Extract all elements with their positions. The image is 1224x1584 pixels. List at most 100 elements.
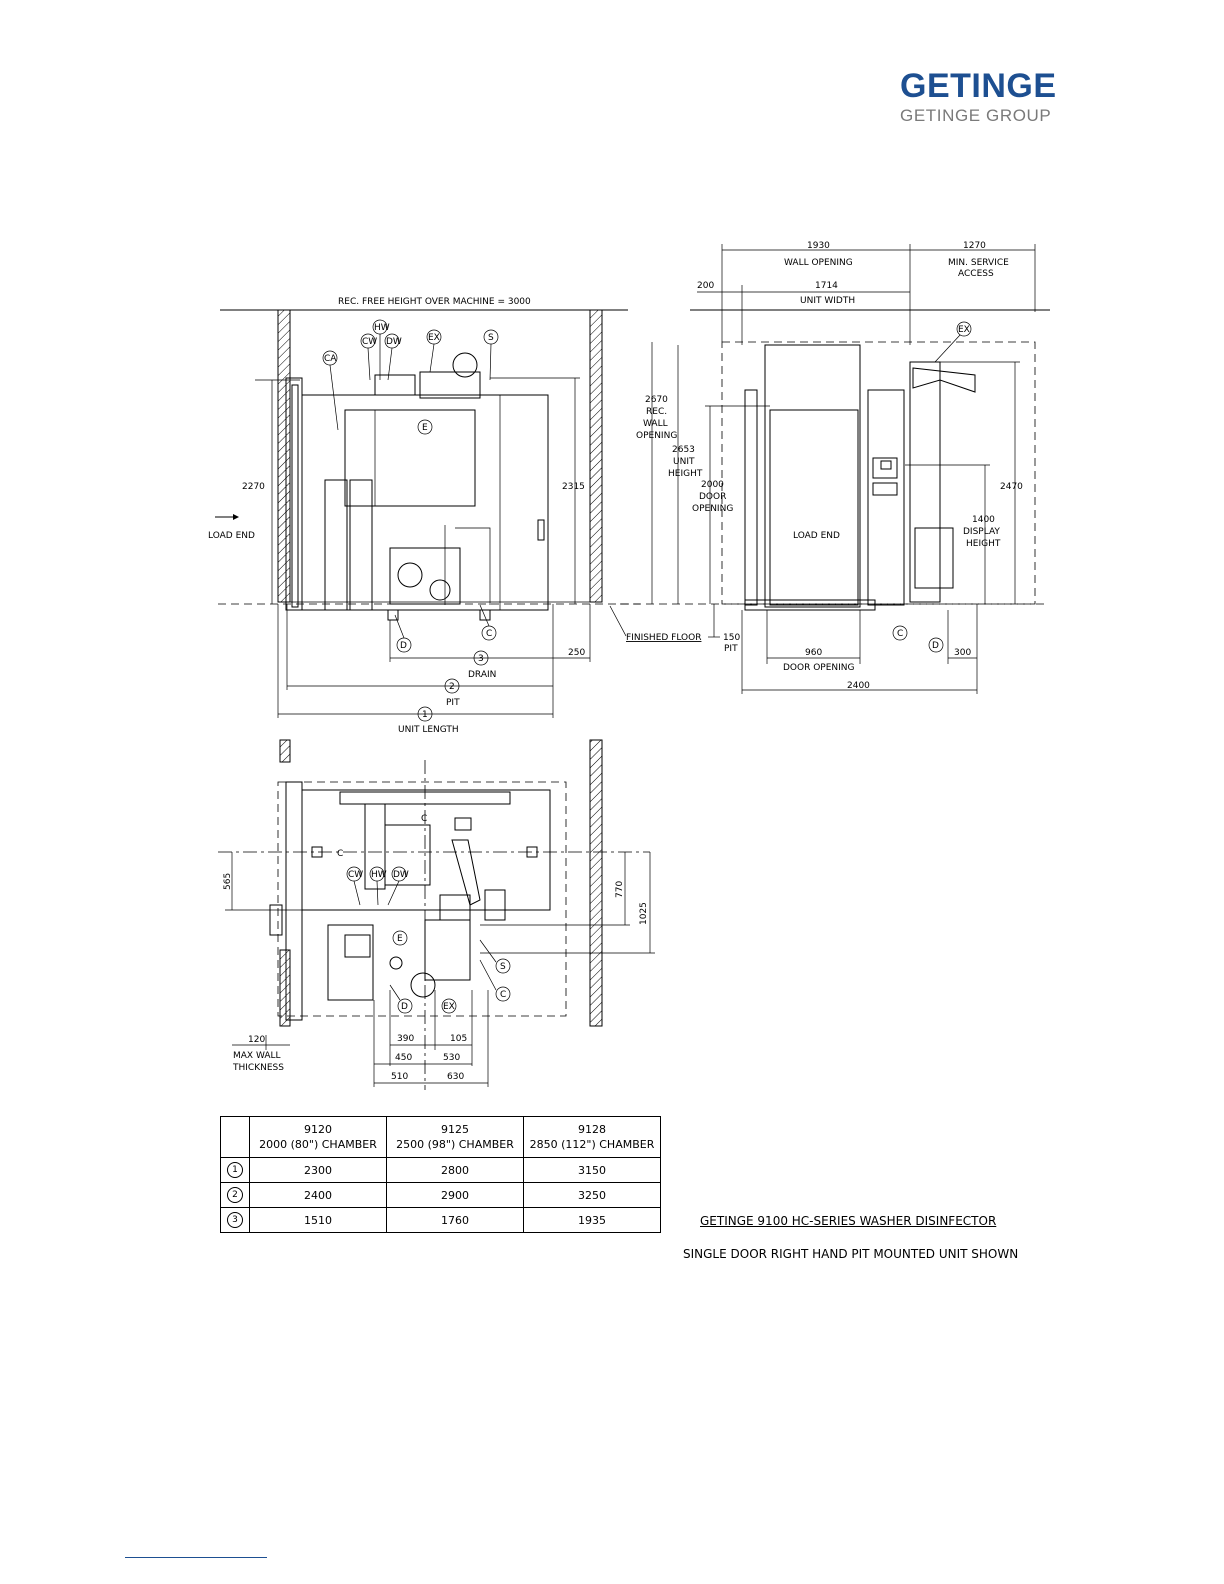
min-service-label: MIN. SERVICE (948, 258, 1009, 268)
tag-ex: EX (428, 333, 440, 343)
table-corner (220, 1116, 250, 1158)
front-tag-d: D (932, 641, 939, 651)
tag-ca: CA (324, 354, 337, 364)
dim-960: 960 (805, 648, 822, 658)
pit-150-1: 150 (723, 633, 740, 643)
plan-centerline-1: C (421, 814, 427, 824)
dim-630: 630 (447, 1072, 464, 1082)
plan-machine-body (269, 781, 551, 1021)
plan-tag-c: C (500, 990, 506, 1000)
dim-565: 565 (223, 873, 233, 890)
row-index: 3 (227, 1212, 243, 1228)
plan-left-wall (279, 949, 291, 1027)
door-opening-label: DOOR OPENING (783, 663, 855, 673)
max-wall-label: MAX WALL (233, 1051, 281, 1061)
rec-wall-3: WALL (643, 419, 668, 429)
plan-tag-cw: CW (348, 870, 363, 880)
dim-1025: 1025 (639, 902, 649, 925)
tag-d: D (400, 641, 407, 651)
unit-width-label: UNIT WIDTH (800, 296, 855, 306)
tag-cw: CW (362, 337, 377, 347)
dim-510: 510 (391, 1072, 408, 1082)
table-cell: 1510 (249, 1207, 387, 1233)
side-load-end: LOAD END (208, 531, 255, 541)
table-row: 1 2300 2800 3150 (220, 1157, 661, 1183)
side-view: REC. FREE HEIGHT OVER MACHINE = 3000 (208, 297, 701, 735)
table-cell: 3250 (523, 1182, 661, 1208)
dim-2270: 2270 (242, 482, 265, 492)
rec-free-height-label: REC. FREE HEIGHT OVER MACHINE = 3000 (338, 297, 531, 307)
dim-250: 250 (568, 648, 585, 658)
tag-e: E (422, 423, 428, 433)
table-row: 2 2400 2900 3250 (220, 1182, 661, 1208)
pit-label: PIT (446, 698, 460, 708)
pit-number: 2 (449, 682, 455, 692)
finished-floor: FINISHED FLOOR (626, 633, 701, 643)
row-index: 2 (227, 1187, 243, 1203)
door-opening-v-1: 2000 (701, 480, 724, 490)
plan-tag-dw: DW (393, 870, 409, 880)
dim-120: 120 (248, 1035, 265, 1045)
footer-rule (125, 1557, 267, 1558)
unit-length-number: 1 (422, 710, 428, 720)
unit-length-label: UNIT LENGTH (398, 725, 459, 735)
right-wall (589, 309, 603, 603)
front-machine-body (744, 344, 976, 611)
plan-tag-e: E (397, 934, 403, 944)
dim-105: 105 (450, 1034, 467, 1044)
front-tag-c: C (897, 629, 903, 639)
drawing-subcaption: SINGLE DOOR RIGHT HAND PIT MOUNTED UNIT … (683, 1247, 1019, 1261)
plan-centerline-2: C (337, 849, 343, 859)
getinge-logo: GETINGE GETINGE GROUP (900, 68, 1060, 126)
dim-390: 390 (397, 1034, 414, 1044)
table-cell: 1935 (523, 1207, 661, 1233)
plan-tags: CW HW DW E S C D EX (346, 866, 511, 1014)
row-index: 1 (227, 1162, 243, 1178)
logo-group: GETINGE GROUP (900, 106, 1052, 125)
tag-s: S (488, 333, 494, 343)
table-cell: 2900 (386, 1182, 524, 1208)
table-cell: 1760 (386, 1207, 524, 1233)
dim-2315: 2315 (562, 482, 585, 492)
rec-wall-2: REC. (646, 407, 667, 417)
table-cell: 2400 (249, 1182, 387, 1208)
side-tags: HW CW DW EX S CA E D C (322, 319, 499, 653)
display-height-2: DISPLAY (963, 527, 1000, 537)
dim-1270: 1270 (963, 241, 986, 251)
front-tag-ex: EX (958, 325, 970, 335)
tag-c: C (486, 629, 492, 639)
dim-2470: 2470 (1000, 482, 1023, 492)
left-wall (277, 309, 291, 603)
dim-300: 300 (954, 648, 971, 658)
dim-770: 770 (615, 881, 625, 898)
unit-height-1: 2653 (672, 445, 695, 455)
table-cell: 2300 (249, 1157, 387, 1183)
display-height-1: 1400 (972, 515, 995, 525)
drawing-caption: GETINGE 9100 HC-SERIES WASHER DISINFECTO… (700, 1214, 997, 1228)
table-cell: 2800 (386, 1157, 524, 1183)
unit-height-2: UNIT (673, 457, 695, 467)
plan-tag-d: D (401, 1002, 408, 1012)
plan-tag-s: S (500, 962, 506, 972)
dim-1930: 1930 (807, 241, 830, 251)
front-load-end: LOAD END (793, 531, 840, 541)
display-height-3: HEIGHT (966, 539, 1001, 549)
dim-1714: 1714 (815, 281, 838, 291)
table-row: 3 1510 1760 1935 (220, 1207, 661, 1233)
thickness-label: THICKNESS (232, 1063, 284, 1073)
drain-label: DRAIN (468, 670, 496, 680)
table-cell: 3150 (523, 1157, 661, 1183)
plan-right-wall (589, 739, 603, 1027)
side-machine-body (285, 352, 549, 621)
drain-number: 3 (478, 654, 484, 664)
pit-150-2: PIT (724, 644, 738, 654)
dim-530: 530 (443, 1053, 460, 1063)
dim-2400: 2400 (847, 681, 870, 691)
plan-tag-hw: HW (371, 870, 387, 880)
tag-dw: DW (386, 337, 402, 347)
